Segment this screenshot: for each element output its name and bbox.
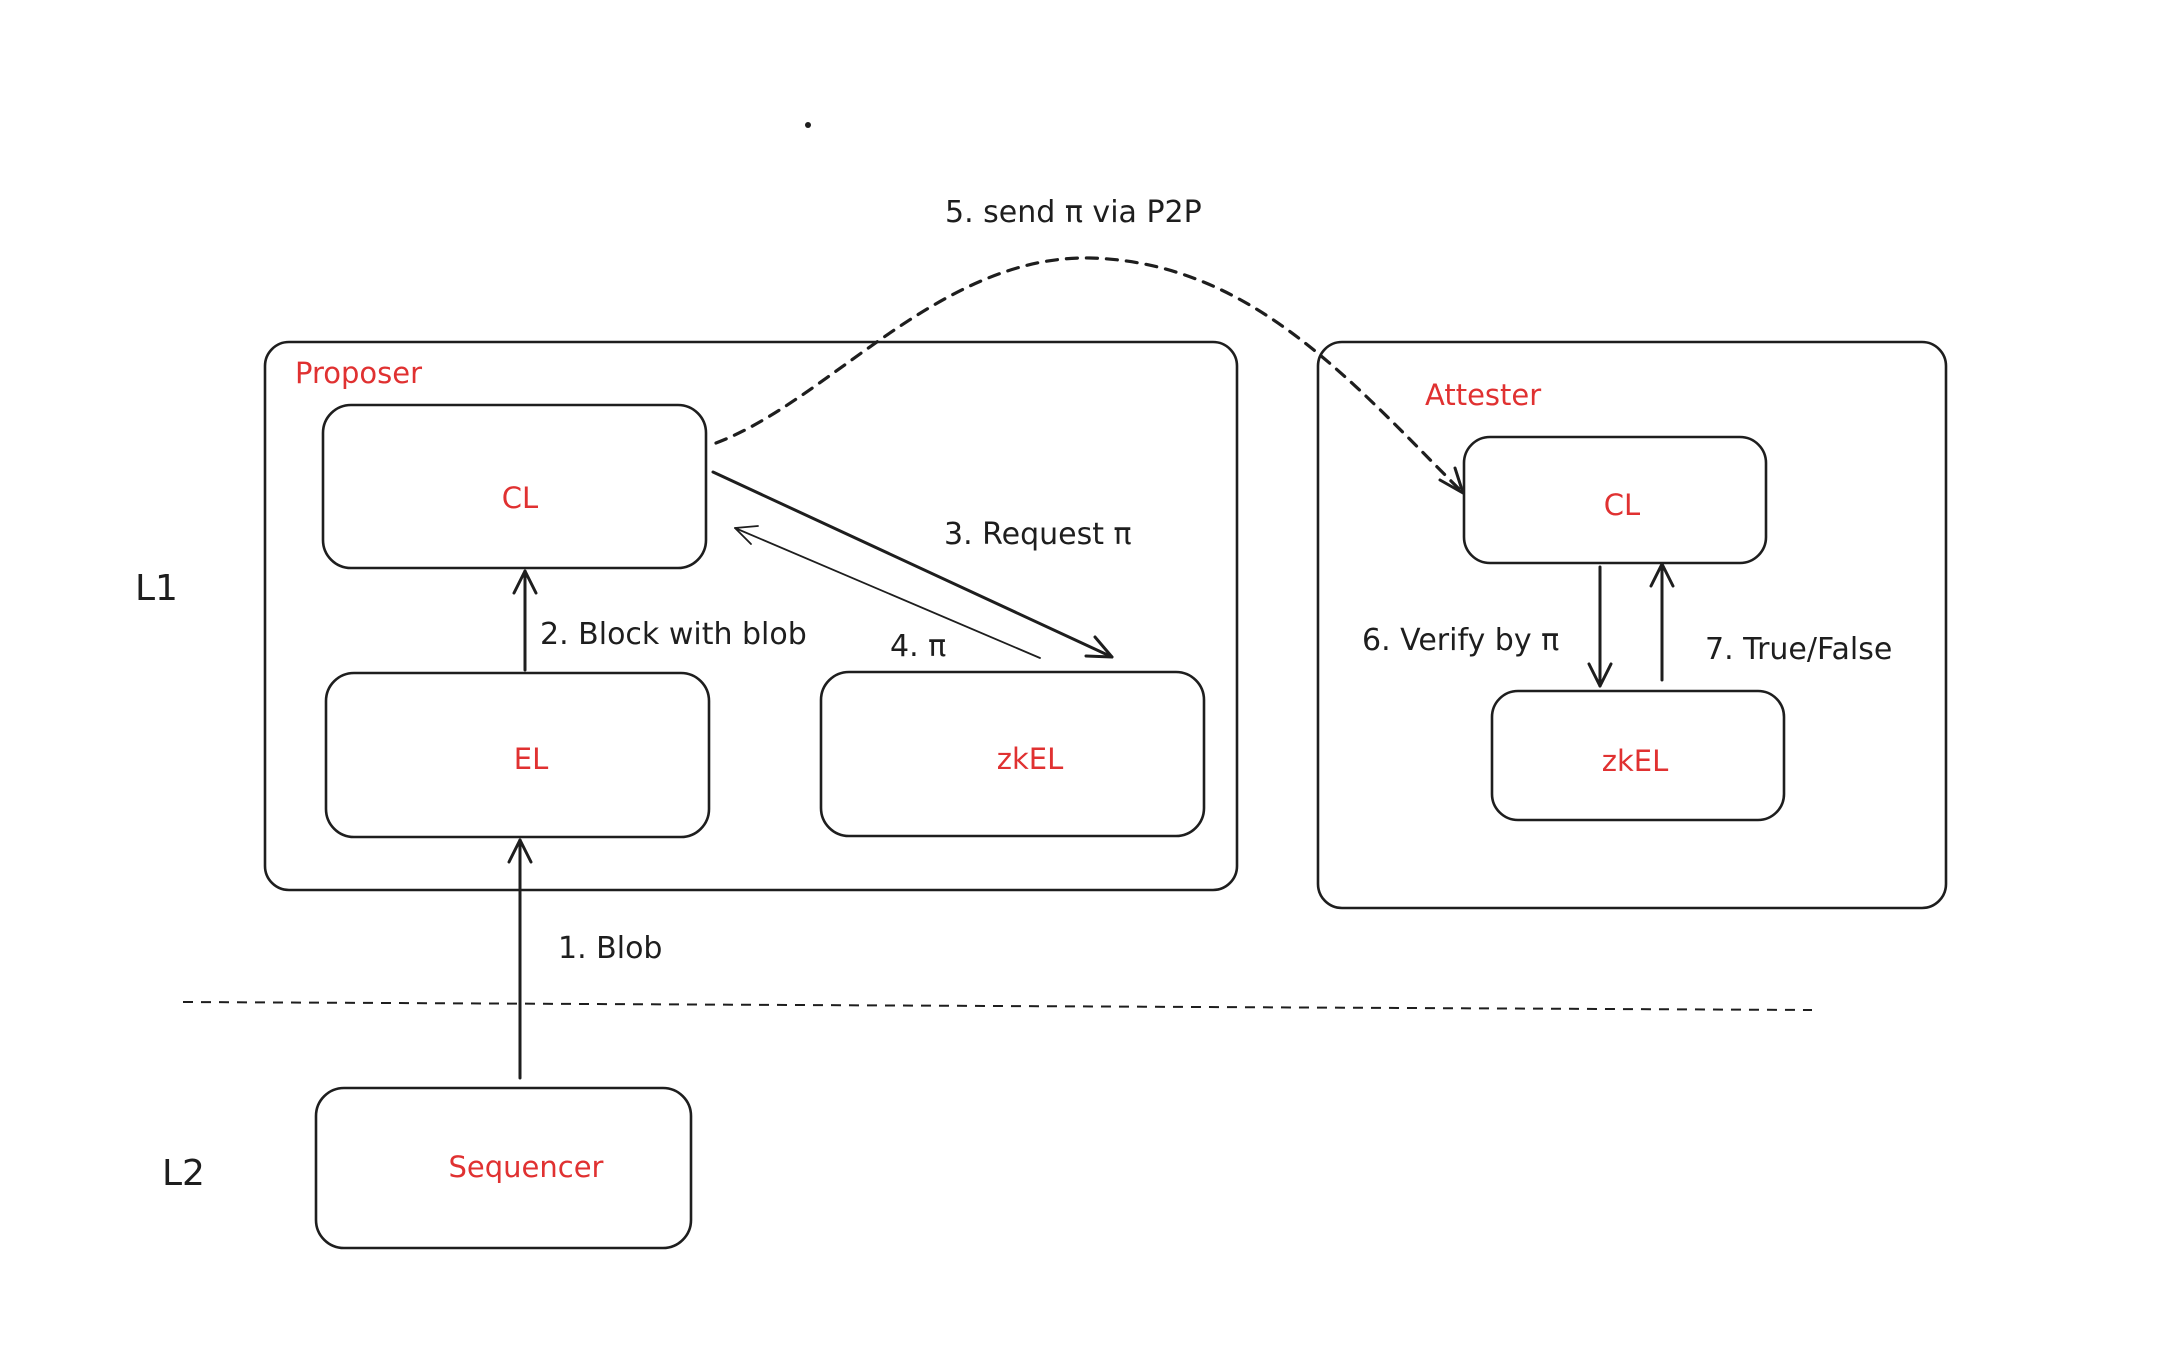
proposer-cl-box xyxy=(321,403,708,570)
step-3-label: 3. Request π xyxy=(944,517,1132,552)
proposer-title: Proposer xyxy=(295,356,422,390)
stray-dot xyxy=(805,122,811,128)
proposer-zkel-box xyxy=(819,670,1206,838)
proposer-cl-label: CL xyxy=(502,481,538,515)
arrow-true-false xyxy=(1649,562,1675,682)
proposer-el-box xyxy=(324,671,711,839)
proposer-group: Proposer CL EL zkEL xyxy=(263,340,1239,892)
step-6-label: 6. Verify by π xyxy=(1362,623,1559,658)
attester-title: Attester xyxy=(1425,378,1541,412)
step-7-label: 7. True/False xyxy=(1705,632,1892,667)
proposer-zkel-label: zkEL xyxy=(997,742,1064,776)
arrow-request-proof xyxy=(711,470,1114,659)
proposer-el-label: EL xyxy=(514,742,548,776)
layer-label-l2: L2 xyxy=(162,1153,205,1194)
attester-cl-label: CL xyxy=(1604,488,1640,522)
attester-group: Attester CL zkEL xyxy=(1316,340,1948,910)
layer-label-l1: L1 xyxy=(135,568,178,609)
sequencer-box xyxy=(314,1086,693,1250)
attester-cl-box xyxy=(1462,435,1768,565)
attester-container xyxy=(1316,340,1948,910)
attester-zkel-label: zkEL xyxy=(1602,744,1669,778)
step-1-label: 1. Blob xyxy=(558,931,662,966)
arrow-block-with-blob xyxy=(512,569,538,672)
arrow-verify xyxy=(1587,565,1613,688)
sequencer-group: Sequencer xyxy=(314,1086,693,1250)
arrow-send-p2p xyxy=(714,256,1465,495)
arrow-proof-return xyxy=(734,525,1041,659)
attester-zkel-box xyxy=(1490,689,1786,822)
arrow-blob xyxy=(507,838,533,1080)
proposer-container xyxy=(263,340,1239,892)
layer-divider xyxy=(182,1001,1813,1011)
step-2-label: 2. Block with blob xyxy=(540,617,807,652)
step-5-label: 5. send π via P2P xyxy=(945,195,1202,230)
step-4-label: 4. π xyxy=(890,629,946,664)
sequencer-label: Sequencer xyxy=(449,1150,604,1184)
